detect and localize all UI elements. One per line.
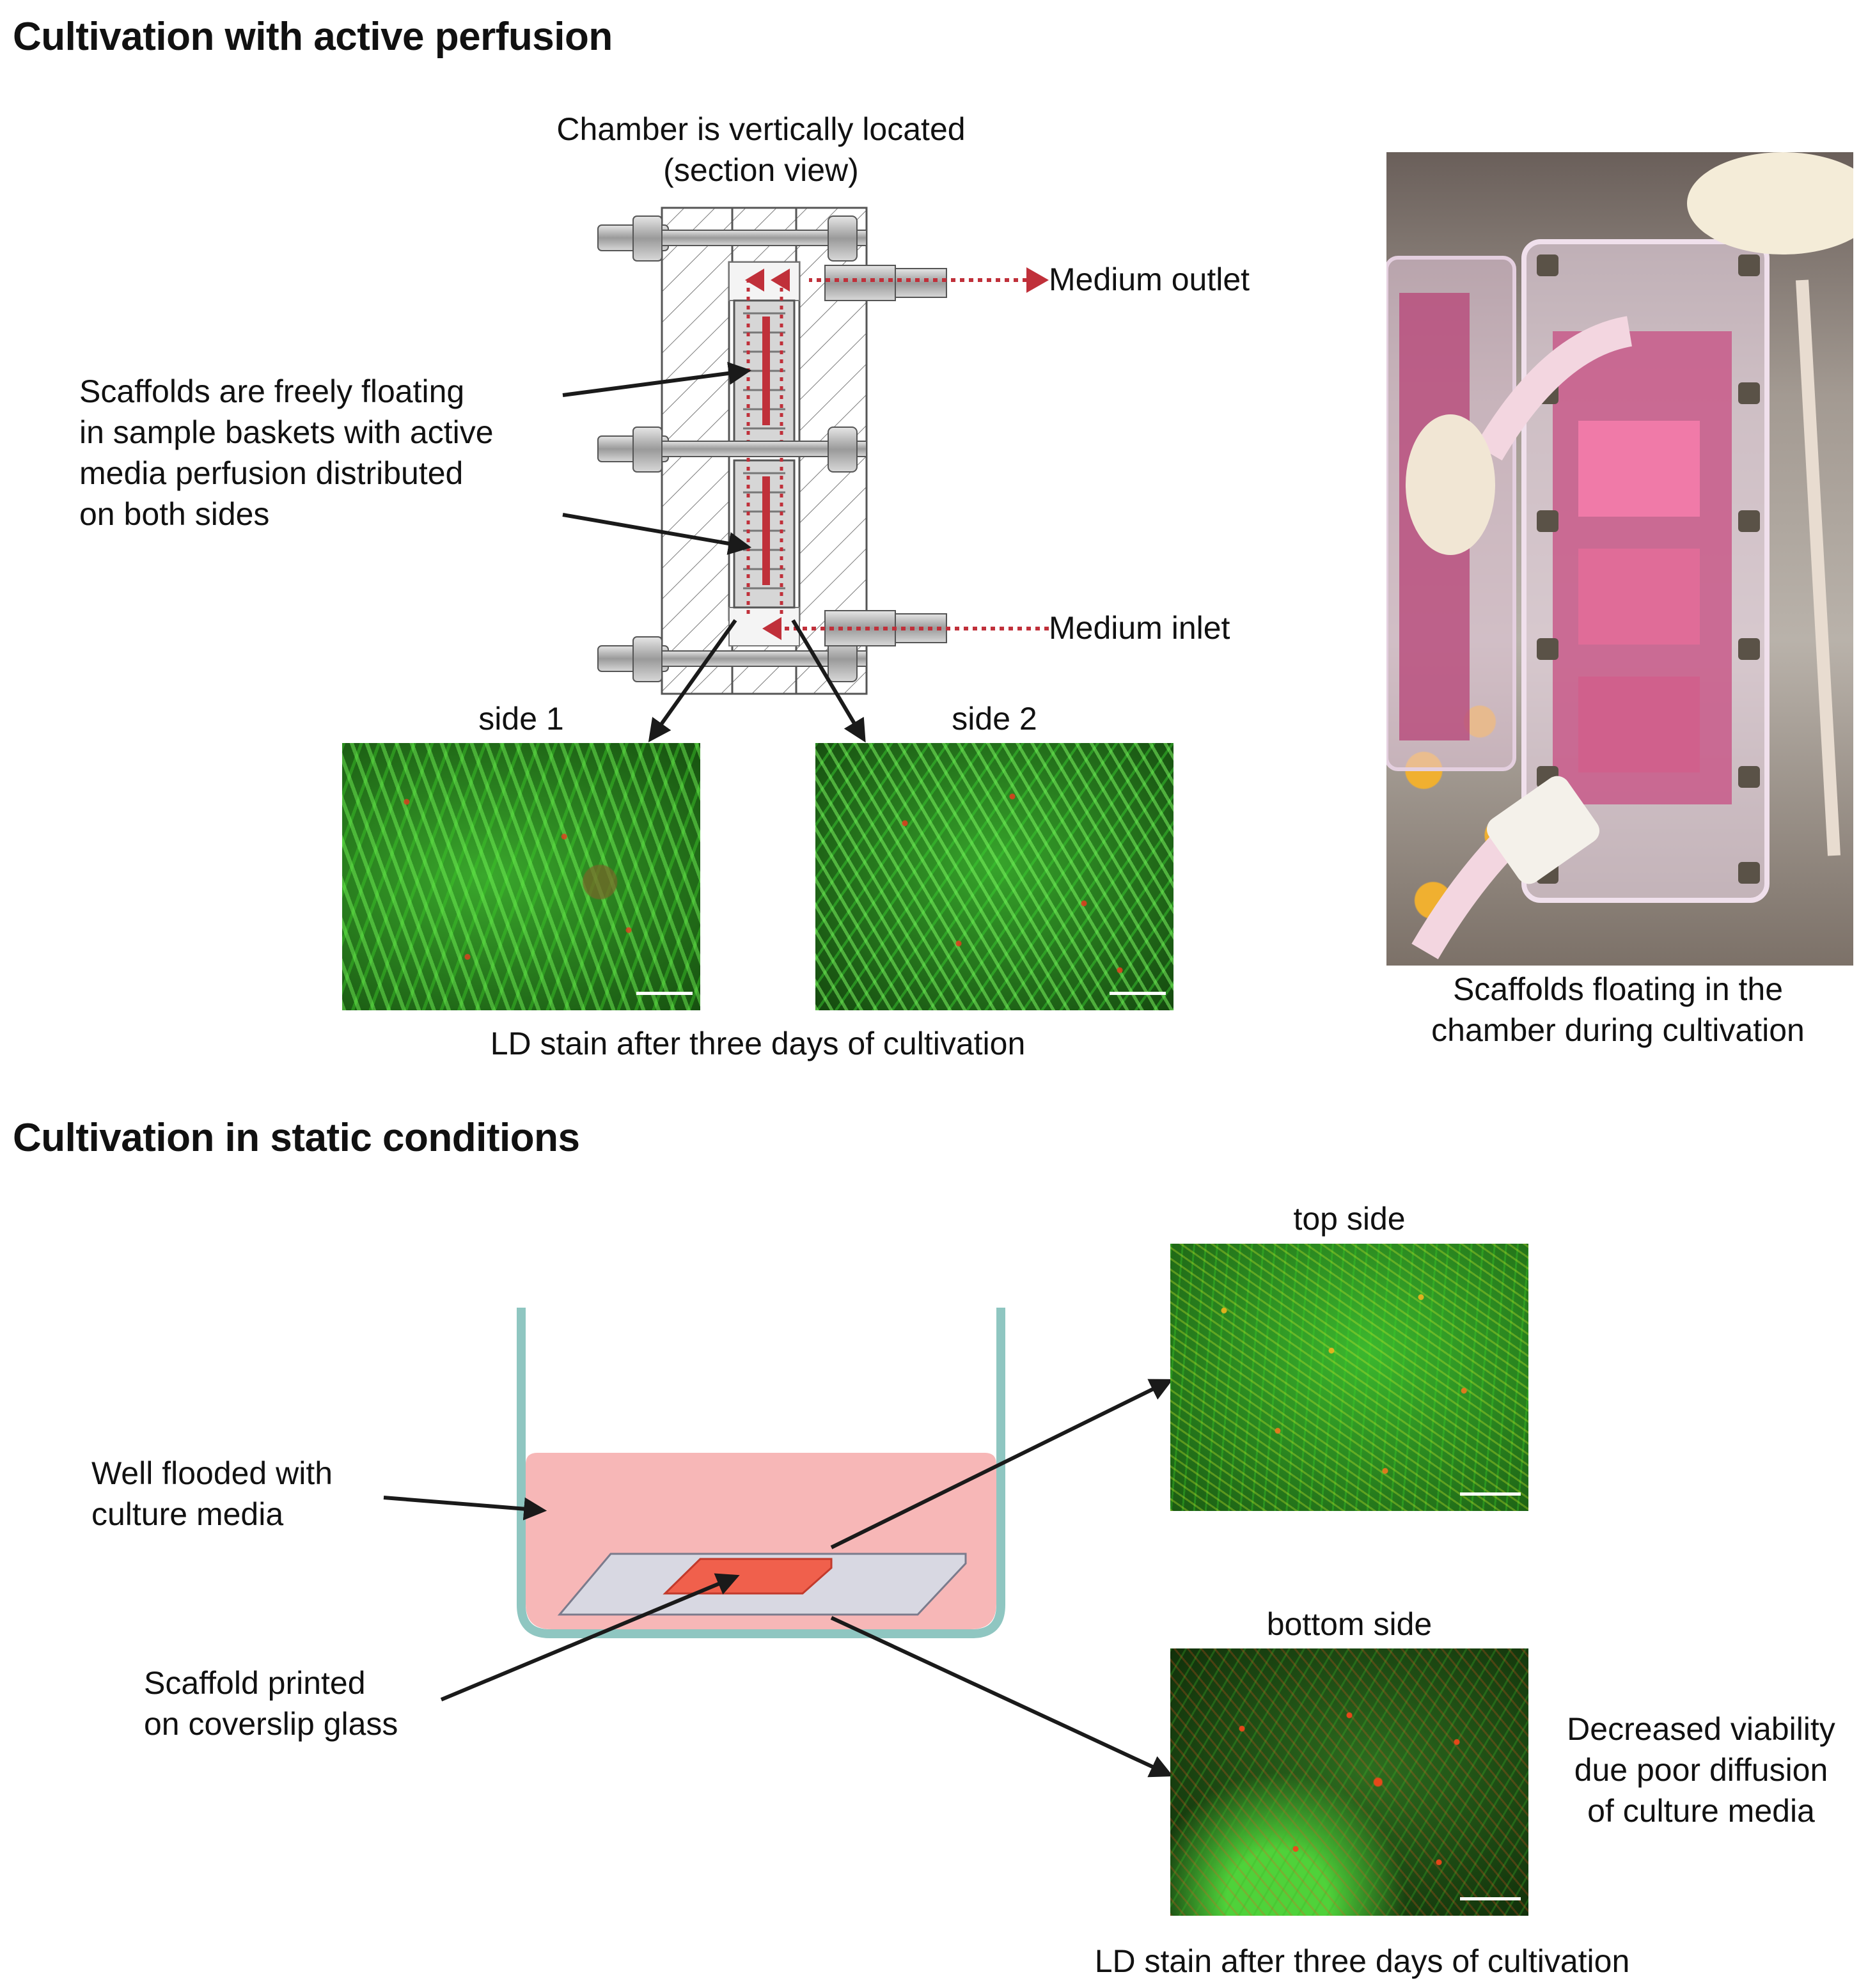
bottom-side-label: bottom side <box>1266 1606 1432 1642</box>
pointer-scaffold <box>440 1573 740 1702</box>
side1-label: side 1 <box>478 701 564 737</box>
scaffolds-description: Scaffolds are freely floating in sample … <box>79 371 494 535</box>
viability-line2: due poor diffusion <box>1574 1752 1828 1788</box>
viability-line3: of culture media <box>1587 1793 1815 1829</box>
scaffold-top <box>762 317 770 425</box>
side2-label: side 2 <box>952 701 1037 737</box>
perfusion-stain-caption: LD stain after three days of cultivation <box>490 1026 1026 1061</box>
well-outline <box>517 1308 1005 1638</box>
chamber-title-line1: Chamber is vertically located <box>556 111 966 147</box>
photo-caption-line1: Scaffolds floating in the <box>1452 971 1784 1007</box>
pointer-side1 <box>648 619 737 742</box>
chamber-photo <box>1386 152 1853 966</box>
well-description: Well flooded with culture media <box>91 1453 333 1535</box>
chamber-bolts <box>597 215 867 682</box>
photo-caption-line2: chamber during cultivation <box>1431 1012 1805 1048</box>
scale-bar-side2 <box>1110 992 1166 995</box>
inlet-label: Medium inlet <box>1049 610 1230 646</box>
outlet-flow-head-1 <box>745 269 764 292</box>
pointer-media <box>383 1496 547 1521</box>
scaffold-bottom <box>762 476 770 585</box>
micrograph-top-side <box>1170 1244 1528 1511</box>
scaffold-line1: Scaffold printed <box>144 1665 366 1701</box>
chamber-title: Chamber is vertically located (section v… <box>505 109 1017 191</box>
pointer-bottom-side <box>830 1616 1173 1778</box>
scaffold-printed <box>663 1558 833 1595</box>
outlet-external-head <box>1026 267 1049 293</box>
scale-bar-top <box>1460 1492 1521 1496</box>
inlet-flow-head <box>762 617 781 640</box>
scale-bar-side1 <box>636 992 693 995</box>
culture-well <box>517 1308 1005 1638</box>
pointer-side2 <box>791 619 866 743</box>
scaffold-description: Scaffold printed on coverslip glass <box>144 1663 398 1744</box>
static-stain-caption: LD stain after three days of cultivation <box>1094 1943 1630 1979</box>
pointer-top-side <box>830 1379 1173 1549</box>
chamber-photo-illustration <box>1386 152 1853 960</box>
perfusion-heading: Cultivation with active perfusion <box>13 15 613 59</box>
chamber-title-line2: (section view) <box>663 152 859 188</box>
scale-bar-bottom <box>1460 1897 1521 1900</box>
micrograph-side1 <box>342 743 700 1010</box>
micrograph-side2 <box>815 743 1173 1010</box>
outlet-fitting <box>824 265 947 301</box>
scaffolds-line4: on both sides <box>79 496 270 532</box>
pointer-scaffold-top <box>562 361 752 397</box>
viability-note: Decreased viability due poor diffusion o… <box>1535 1709 1867 1831</box>
well-line1: Well flooded with <box>91 1455 333 1491</box>
well-line2: culture media <box>91 1496 284 1532</box>
photo-caption: Scaffolds floating in the chamber during… <box>1362 969 1868 1051</box>
outlet-flow-head-2 <box>771 269 790 292</box>
static-heading: Cultivation in static conditions <box>13 1116 580 1160</box>
pointer-scaffold-bottom <box>562 513 752 555</box>
micrograph-bottom-side <box>1170 1648 1528 1916</box>
viability-line1: Decreased viability <box>1567 1711 1835 1747</box>
chamber-section <box>597 207 1049 695</box>
scaffolds-line3: media perfusion distributed <box>79 455 464 491</box>
top-side-label: top side <box>1293 1201 1406 1237</box>
scaffolds-line2: in sample baskets with active <box>79 414 494 450</box>
outlet-label: Medium outlet <box>1049 262 1250 297</box>
scaffolds-line1: Scaffolds are freely floating <box>79 373 465 409</box>
scaffold-line2: on coverslip glass <box>144 1706 398 1742</box>
